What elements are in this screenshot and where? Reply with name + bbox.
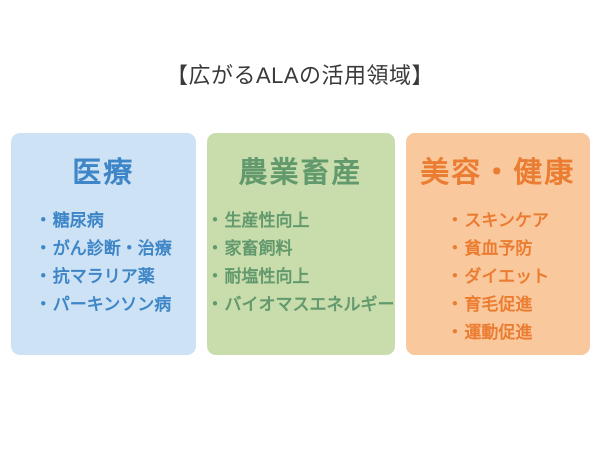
bullet: ・ — [34, 267, 52, 287]
list-item: ・バイオマスエネルギー — [207, 291, 395, 319]
list-item: ・家畜飼料 — [207, 235, 395, 263]
bullet: ・ — [206, 211, 224, 231]
bullet: ・ — [34, 239, 52, 259]
bullet: ・ — [206, 267, 224, 287]
list-item-label: パーキンソン病 — [52, 295, 172, 315]
card-title: 美容・健康 — [420, 157, 576, 189]
bullet: ・ — [446, 295, 464, 315]
card-title: 医療 — [72, 157, 135, 189]
bullet: ・ — [34, 211, 52, 231]
card-list: ・生産性向上・家畜飼料・耐塩性向上・バイオマスエネルギー — [207, 207, 395, 319]
page-title: 【広がるALAの活用領域】 — [165, 63, 435, 88]
list-item-label: スキンケア — [464, 211, 549, 231]
list-item-label: 貧血予防 — [464, 239, 533, 259]
list-item: ・運動促進 — [446, 319, 549, 347]
bullet: ・ — [446, 211, 464, 231]
list-item: ・がん診断・治療 — [35, 235, 172, 263]
list-item-label: 生産性向上 — [224, 211, 310, 231]
list-item-label: バイオマスエネルギー — [224, 295, 395, 315]
bullet: ・ — [34, 295, 52, 315]
list-item-label: 家畜飼料 — [224, 239, 293, 259]
list-item-label: 育毛促進 — [464, 295, 533, 315]
list-item-label: がん診断・治療 — [52, 239, 172, 259]
list-item-label: ダイエット — [464, 267, 550, 287]
list-item: ・育毛促進 — [446, 291, 549, 319]
bullet: ・ — [206, 295, 224, 315]
list-item: ・スキンケア — [446, 207, 549, 235]
category-card-beauty-health: 美容・健康 ・スキンケア・貧血予防・ダイエット・育毛促進・運動促進 — [405, 133, 590, 355]
category-card-agriculture-livestock: 農業畜産 ・生産性向上・家畜飼料・耐塩性向上・バイオマスエネルギー — [206, 133, 395, 355]
cards-container: 医療 ・糖尿病・がん診断・治療・抗マラリア薬・パーキンソン病 農業畜産 ・生産性… — [11, 133, 590, 355]
list-item: ・パーキンソン病 — [35, 291, 172, 319]
bullet: ・ — [206, 239, 224, 259]
category-card-medical: 医療 ・糖尿病・がん診断・治療・抗マラリア薬・パーキンソン病 — [11, 133, 196, 355]
list-item-label: 耐塩性向上 — [224, 267, 310, 287]
list-item: ・耐塩性向上 — [207, 263, 395, 291]
card-list: ・糖尿病・がん診断・治療・抗マラリア薬・パーキンソン病 — [35, 207, 172, 319]
list-item: ・抗マラリア薬 — [35, 263, 172, 291]
list-item: ・糖尿病 — [35, 207, 172, 235]
bullet: ・ — [446, 323, 464, 343]
list-item-label: 糖尿病 — [52, 211, 104, 231]
card-list: ・スキンケア・貧血予防・ダイエット・育毛促進・運動促進 — [446, 207, 549, 347]
list-item: ・生産性向上 — [207, 207, 395, 235]
bullet: ・ — [446, 239, 464, 259]
list-item: ・貧血予防 — [446, 235, 549, 263]
bullet: ・ — [446, 267, 464, 287]
card-title: 農業畜産 — [238, 157, 363, 189]
list-item: ・ダイエット — [446, 263, 549, 291]
list-item-label: 抗マラリア薬 — [52, 267, 155, 287]
list-item-label: 運動促進 — [464, 323, 533, 343]
